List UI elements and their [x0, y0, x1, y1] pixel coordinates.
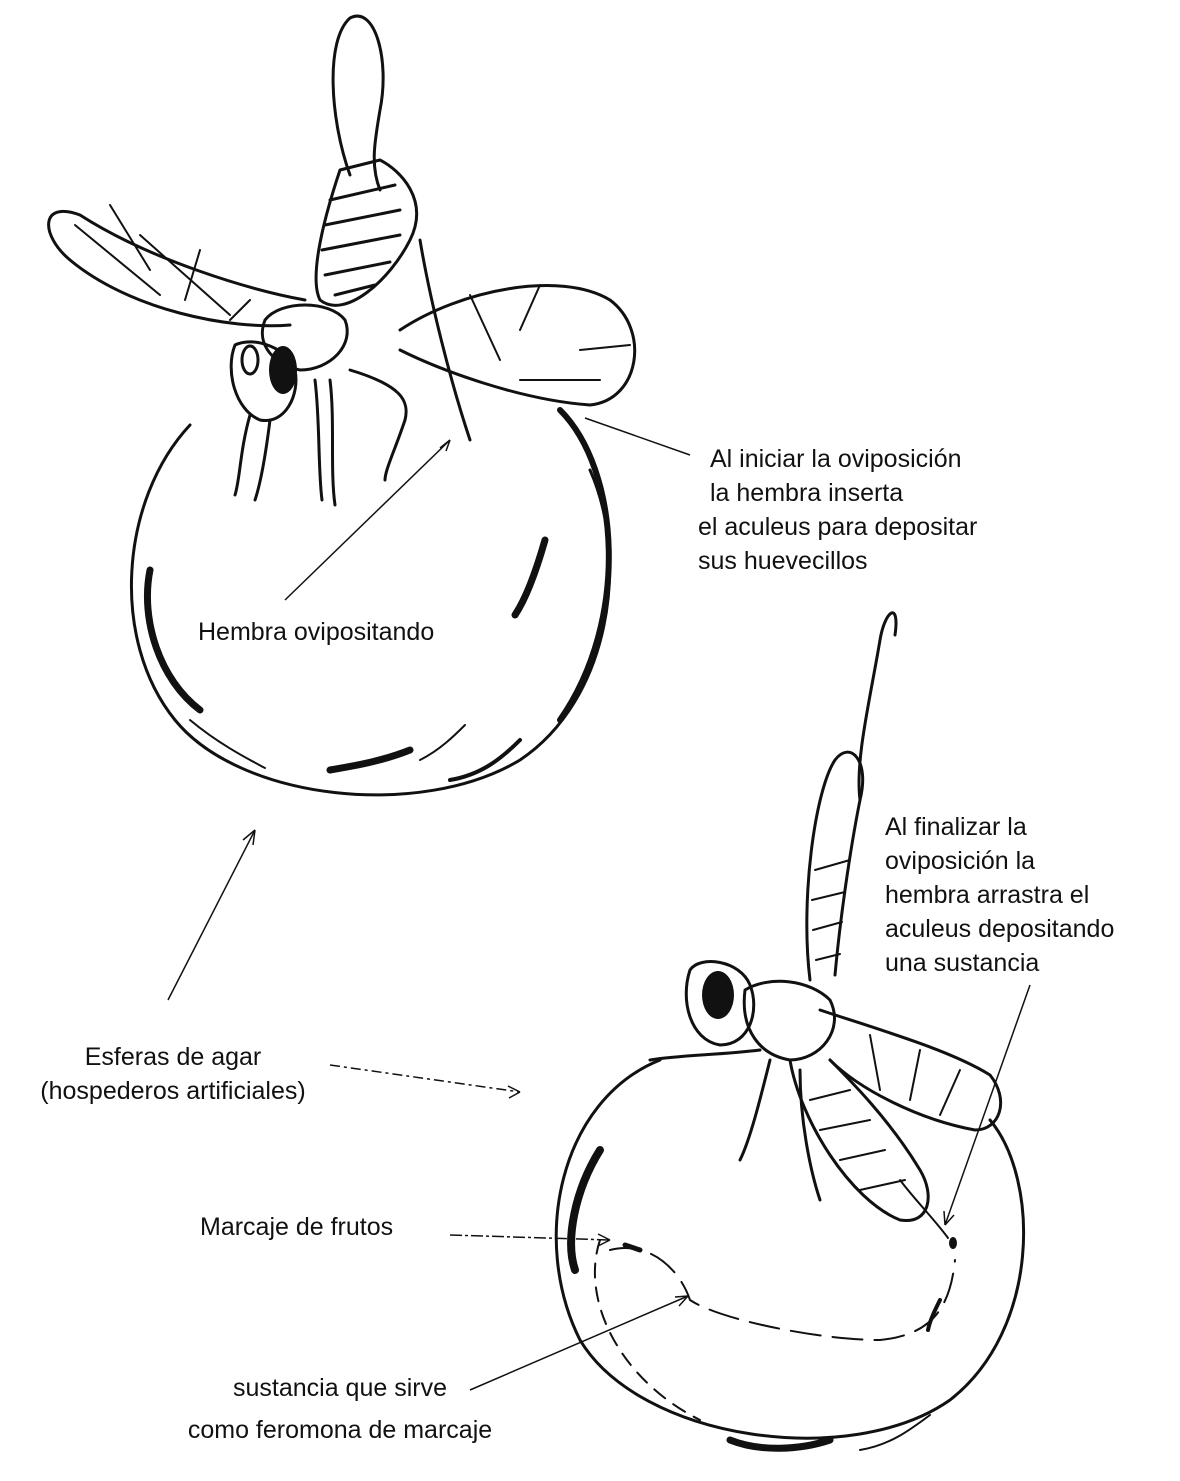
arrow-marcaje	[450, 1235, 610, 1240]
label-line: hembra arrastra el	[885, 878, 1114, 912]
label-hembra-ovipositando: Hembra ovipositando	[198, 615, 434, 649]
label-inicio-oviposicion: Al iniciar la oviposición la hembra inse…	[698, 442, 977, 578]
label-line: Marcaje de frutos	[200, 1210, 393, 1244]
label-line: Al finalizar la	[885, 810, 1114, 844]
arrow-fin-oviposicion	[945, 985, 1030, 1225]
agar-sphere-lower	[556, 1060, 1023, 1450]
label-line: Esferas de agar	[8, 1040, 338, 1074]
label-line: Hembra ovipositando	[198, 615, 434, 649]
arrow-esferas-lower	[330, 1065, 520, 1092]
label-line: una sustancia	[885, 946, 1114, 980]
label-line: Al iniciar la oviposición	[710, 442, 977, 476]
arrow-esferas-upper	[168, 830, 255, 1000]
label-line: sus huevecillos	[698, 544, 977, 578]
fly-ovipositing-upper	[49, 16, 635, 505]
agar-sphere-upper	[131, 410, 609, 795]
label-line: el aculeus para depositar	[698, 510, 977, 544]
label-line: como feromona de marcaje	[150, 1409, 530, 1451]
arrow-inicio-oviposicion	[585, 418, 690, 455]
label-line: oviposición la	[885, 844, 1114, 878]
label-fin-oviposicion: Al finalizar la oviposición la hembra ar…	[885, 810, 1114, 980]
label-line: la hembra inserta	[710, 476, 977, 510]
label-line: aculeus depositando	[885, 912, 1114, 946]
label-esferas-de-agar: Esferas de agar (hospederos artificiales…	[8, 1040, 338, 1108]
arrow-hembra-ovipositando	[285, 440, 450, 600]
label-sustancia-feromona: sustancia que sirve como feromona de mar…	[150, 1367, 530, 1451]
label-marcaje-de-frutos: Marcaje de frutos	[200, 1210, 393, 1244]
label-line: sustancia que sirve	[150, 1367, 530, 1409]
label-line: (hospederos artificiales)	[8, 1074, 338, 1108]
